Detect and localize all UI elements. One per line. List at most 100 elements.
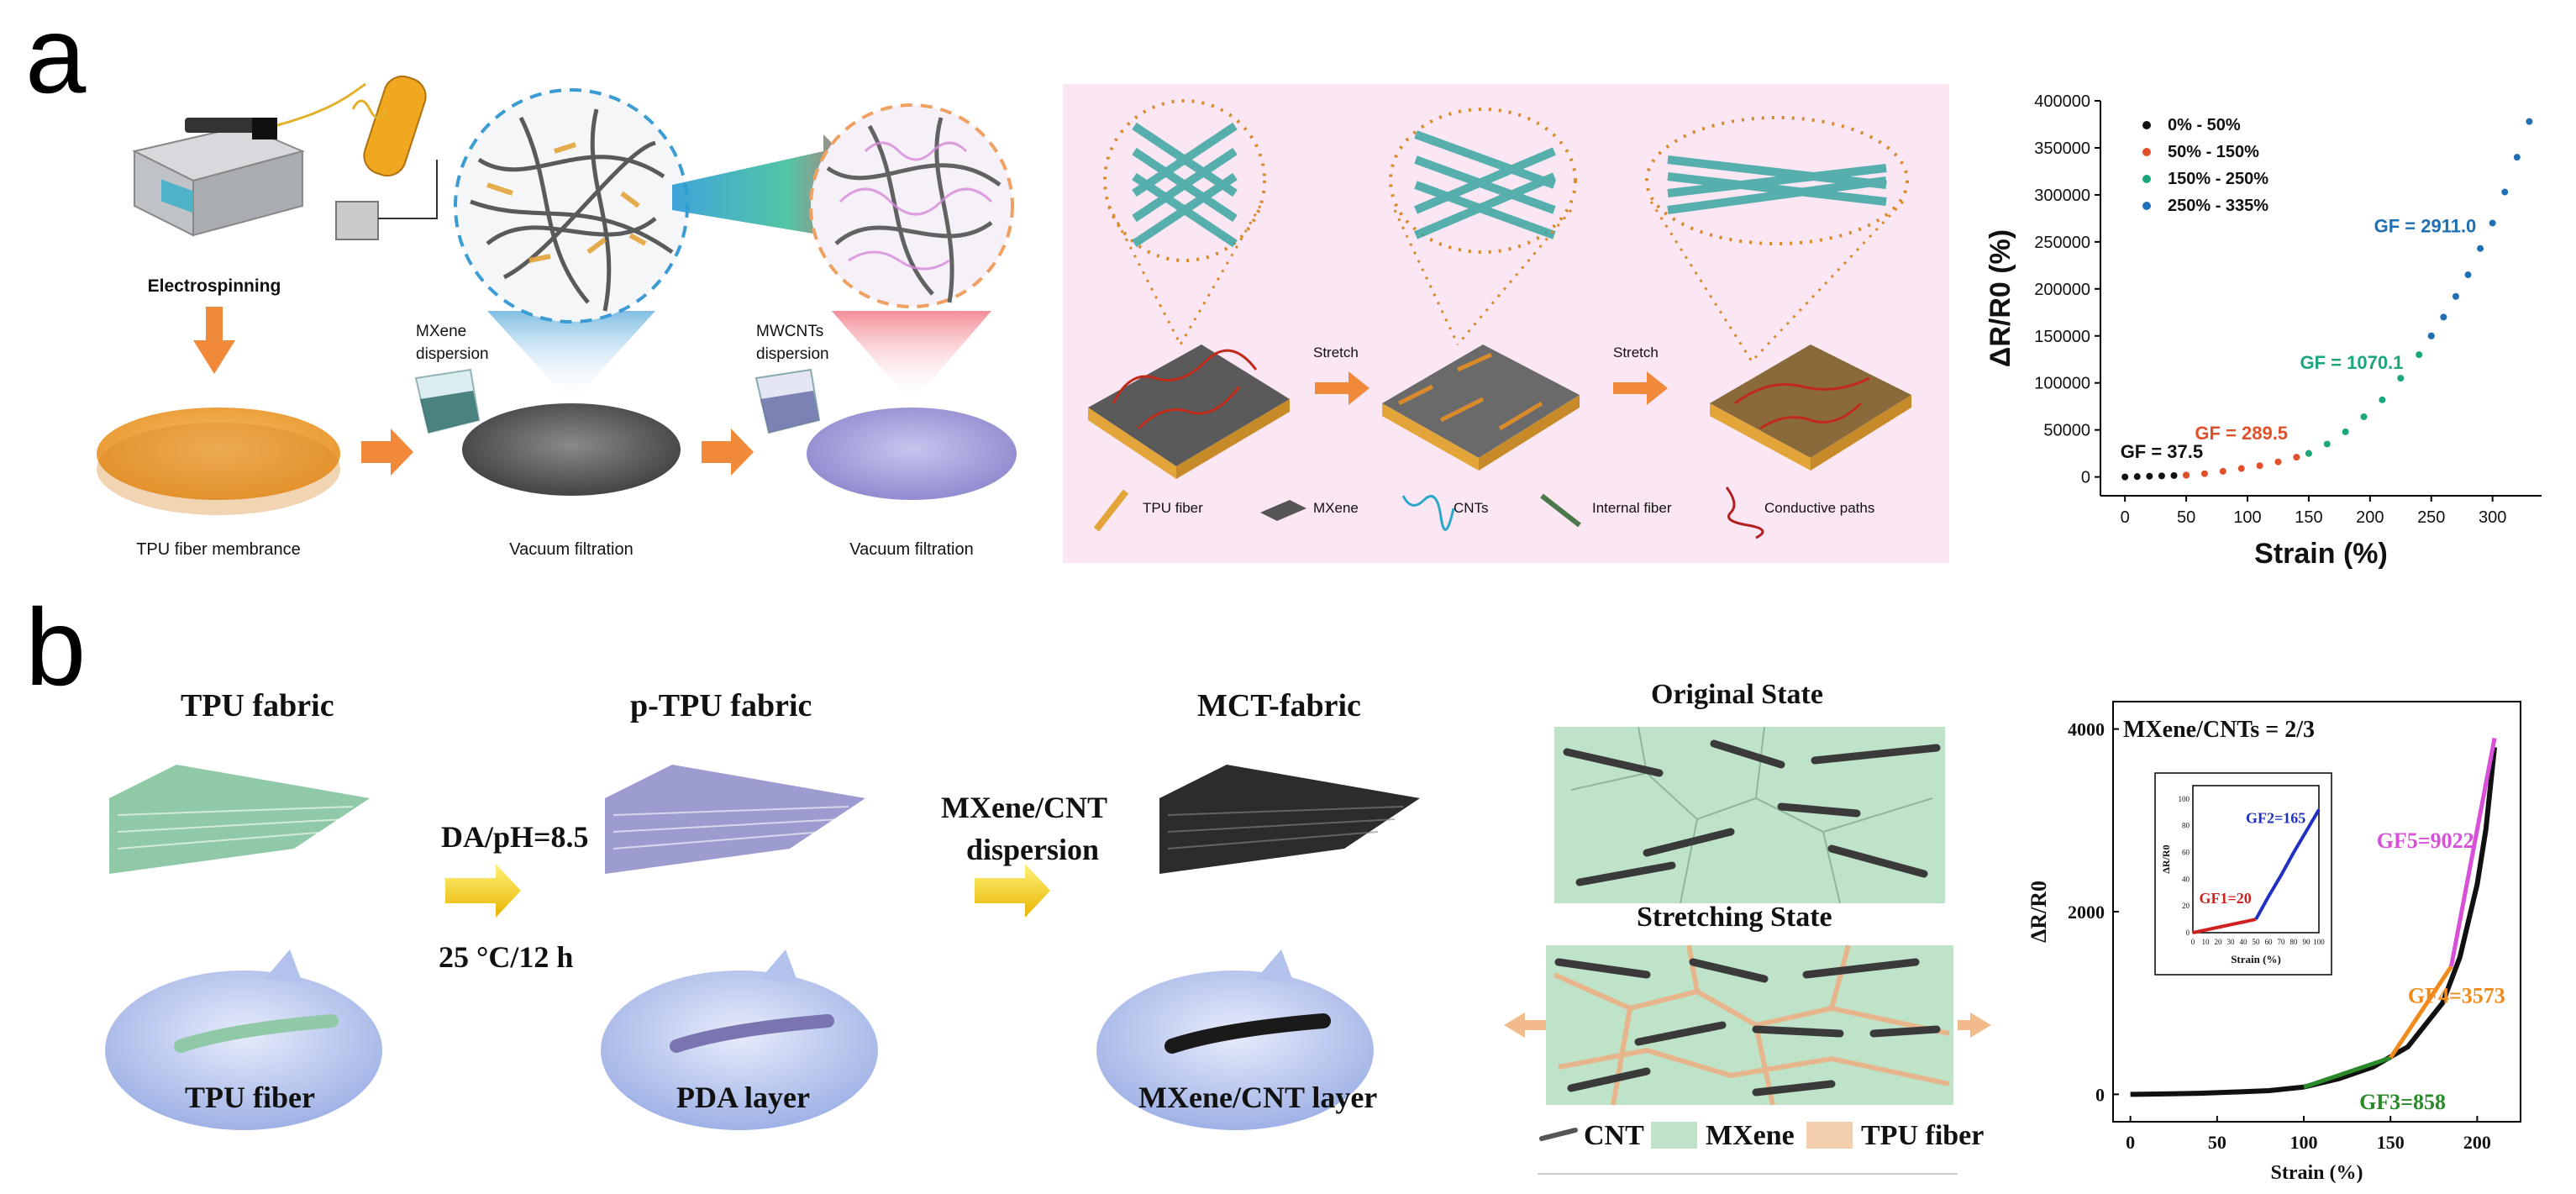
zoom-circle-2 xyxy=(1389,108,1577,254)
film-original xyxy=(1088,345,1290,466)
inset-x-tick-label: 90 xyxy=(2303,938,2311,946)
film-stretch-2 xyxy=(1710,345,1911,458)
data-point xyxy=(2146,472,2153,480)
gf-annotation: GF = 2911.0 xyxy=(2374,216,2477,237)
inset-gf1: GF1=20 xyxy=(2200,890,2252,907)
electrospinning-schematic: Electrospinning TPU fiber membrance MXen… xyxy=(97,75,1017,559)
data-point xyxy=(2464,271,2472,279)
y-tick-label: 300000 xyxy=(2034,187,2090,205)
x-tick-label: 300 xyxy=(2479,508,2506,527)
legend-internal-fiber: Internal fiber xyxy=(1592,500,1672,516)
state-comparison xyxy=(1504,726,1991,1175)
collector-drum-icon xyxy=(335,75,438,240)
data-point xyxy=(2452,292,2459,300)
legend-conductive-paths: Conductive paths xyxy=(1764,500,1874,516)
mxcnt-layer-label: MXene/CNT layer xyxy=(1138,1081,1378,1114)
mwcnts-dispersion-l1: MWCNTs xyxy=(756,323,823,340)
y-tick-label: 0 xyxy=(2081,469,2090,487)
legend-marker xyxy=(2142,148,2151,156)
legend-tpu-fiber-icon xyxy=(1093,489,1129,532)
data-point xyxy=(2489,219,2496,227)
data-point xyxy=(2170,471,2178,479)
y-tick-label: 150000 xyxy=(2034,328,2090,346)
data-point xyxy=(2342,428,2349,435)
legend-conductive-paths-icon xyxy=(1725,487,1764,539)
legend-entry: 0% - 50% xyxy=(2168,116,2241,134)
inset-x-tick-label: 30 xyxy=(2227,938,2236,946)
tpu-fiber-bubble xyxy=(105,970,382,1130)
inset-x-tick-label: 20 xyxy=(2215,938,2223,946)
x-tick-label: 150 xyxy=(2377,1132,2405,1153)
right-arrow-icon-2 xyxy=(702,429,754,476)
mxene-dispersion-l1: MXene xyxy=(416,323,466,340)
inset-y-tick-label: 40 xyxy=(2182,875,2190,883)
fit-gf5 xyxy=(2448,738,2497,967)
panel-b-letter: b xyxy=(25,586,87,708)
fit-gf4 xyxy=(2389,965,2453,1060)
gf-annotation: GF = 1070.1 xyxy=(2300,352,2403,373)
x-tick-label: 200 xyxy=(2356,508,2384,527)
x-tick-label: 250 xyxy=(2417,508,2445,527)
y-tick-label: 50000 xyxy=(2043,422,2090,440)
zoom-circle-1 xyxy=(1103,99,1266,262)
mxcnt-layer-bubble xyxy=(1096,970,1374,1130)
right-side-arrow-icon xyxy=(1958,1013,1991,1038)
y-tick-label: 400000 xyxy=(2034,92,2090,111)
mct-fabric-title: MCT-fabric xyxy=(1197,688,1361,723)
data-point xyxy=(2397,375,2405,382)
x-tick-label: 150 xyxy=(2295,508,2322,527)
inset-y-tick-label: 0 xyxy=(2186,928,2190,937)
data-point xyxy=(2158,472,2165,480)
data-point xyxy=(2323,440,2331,448)
data-line xyxy=(2130,747,2498,1097)
x-tick-label: 0 xyxy=(2126,1132,2135,1153)
ptpu-fabric-sheet xyxy=(605,765,865,874)
inset-x-tick-label: 70 xyxy=(2278,938,2286,946)
data-point xyxy=(2256,462,2263,470)
vacuum-filtration-2: Vacuum filtration xyxy=(849,540,973,559)
stretch-arrow-2-icon xyxy=(1613,371,1668,405)
tpu-fiber-label: TPU fiber xyxy=(185,1081,315,1114)
x-axis-label: Strain (%) xyxy=(2271,1162,2363,1184)
gf-annotation: GF5=9022 xyxy=(2377,828,2474,853)
step2-label-1: MXene/CNT xyxy=(941,791,1107,824)
data-point xyxy=(2121,473,2129,481)
x-tick-label: 0 xyxy=(2121,508,2130,527)
inset-y-tick-label: 60 xyxy=(2182,849,2190,857)
step1-top-label: DA/pH=8.5 xyxy=(441,820,589,854)
stretch-arrow-1-icon xyxy=(1315,371,1369,405)
data-point xyxy=(2274,458,2282,466)
stretch-diagram: Stretch Stretch TPU fiber MXene CNTs Int… xyxy=(1088,99,1911,539)
y-tick-label: 100000 xyxy=(2034,375,2090,393)
legend-entry: 150% - 250% xyxy=(2168,170,2268,188)
pda-fiber-icon xyxy=(670,1014,834,1053)
chart-title: MXene/CNTs = 2/3 xyxy=(2123,717,2315,743)
mwcnts-membrane-disk xyxy=(807,408,1017,500)
legend-tpu-fiber-swatch xyxy=(1806,1122,1853,1149)
x-tick-label: 200 xyxy=(2463,1132,2491,1153)
inset-y-tick-label: 20 xyxy=(2182,902,2190,910)
y-tick-label: 200000 xyxy=(2034,281,2090,299)
legend-marker xyxy=(2142,121,2151,129)
x-tick-label: 100 xyxy=(2233,508,2261,527)
stretch-label-2: Stretch xyxy=(1613,345,1659,360)
gold-arrow-2-icon xyxy=(975,864,1050,918)
x-tick-label: 100 xyxy=(2290,1132,2318,1153)
legend-mxene-label: MXene xyxy=(1706,1120,1795,1151)
tpu-fabric-sheet xyxy=(109,765,370,874)
inset-x-tick-label: 10 xyxy=(2202,938,2211,946)
inset-y-tick-label: 80 xyxy=(2182,822,2190,830)
data-point xyxy=(2526,118,2533,125)
data-point xyxy=(2183,471,2190,479)
data-point xyxy=(2293,454,2300,461)
gold-arrow-1-icon xyxy=(445,864,521,918)
legend-mxene-swatch xyxy=(1651,1122,1697,1149)
inset-gf2: GF2=165 xyxy=(2246,810,2305,827)
inset-y-label: ΔR/R0 xyxy=(2160,844,2172,873)
legend-marker xyxy=(2142,202,2151,210)
mxcnt-fiber-icon xyxy=(1164,1013,1331,1054)
inset-y-tick-label: 100 xyxy=(2179,795,2190,803)
step1-bottom-label: 25 °C/12 h xyxy=(439,940,574,974)
inset-x-tick-label: 80 xyxy=(2290,938,2299,946)
